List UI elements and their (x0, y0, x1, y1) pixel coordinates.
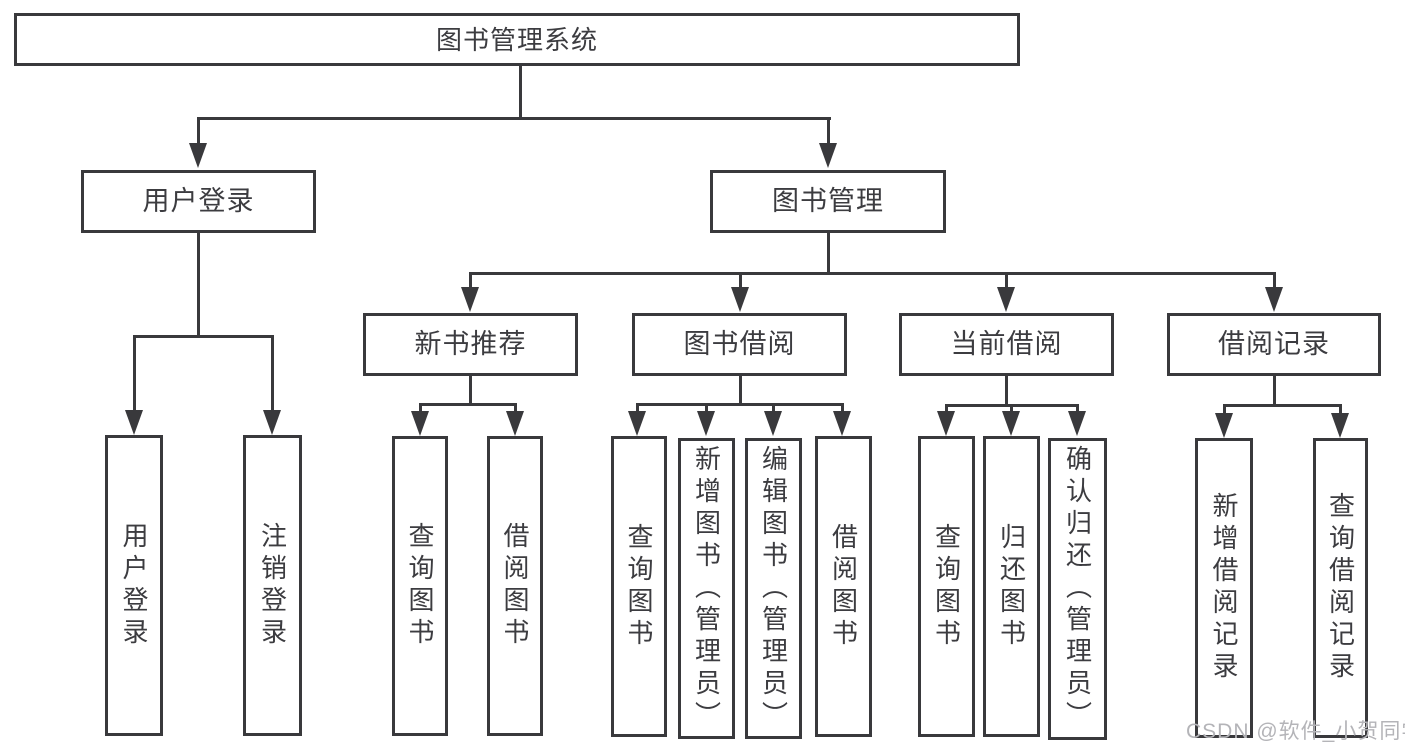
leaf-confirm-return-admin: 确认归还（管理员） (1048, 438, 1107, 740)
leaf-label: 注销登录 (257, 521, 288, 650)
leaf-label: 查询借阅记录 (1325, 492, 1356, 684)
csdn-watermark: CSDN @软件_小贺同学 (1186, 720, 1405, 743)
connector-current-stem (1005, 376, 1008, 406)
leaf-borrow-books: 借阅图书 (815, 436, 872, 737)
leaf-label: 借阅图书 (500, 522, 530, 650)
connector-records-stem (1273, 376, 1276, 406)
arrowhead-down-icon (461, 287, 479, 312)
node-label: 新书推荐 (414, 329, 527, 359)
connector-user-leaves-rail (133, 335, 274, 338)
connector-level2-rail (197, 117, 831, 120)
arrowhead-down-icon (819, 143, 837, 168)
leaf-borrow-books-recommend: 借阅图书 (487, 436, 543, 736)
arrowhead-down-icon (506, 411, 524, 436)
connector-root-stem (519, 64, 522, 119)
leaf-label: 编辑图书（管理员） (758, 444, 789, 733)
arrowhead-down-icon (1265, 287, 1283, 312)
arrowhead-down-icon (189, 143, 207, 168)
connector-level3-rail (469, 272, 1276, 275)
leaf-add-book-admin: 新增图书（管理员） (678, 438, 735, 739)
node-label: 图书管理系统 (435, 24, 598, 55)
leaf-query-books-current: 查询图书 (918, 436, 975, 737)
arrowhead-down-icon (411, 411, 429, 436)
leaf-query-books-recommend: 查询图书 (392, 436, 448, 736)
leaf-label: 查询图书 (624, 522, 654, 651)
arrowhead-down-icon (833, 411, 851, 436)
arrowhead-down-icon (697, 411, 715, 436)
connector-leaf-drop (133, 335, 136, 413)
connector-leaf-drop (945, 404, 948, 415)
arrowhead-down-icon (764, 411, 782, 436)
node-label: 图书借阅 (683, 329, 796, 359)
node-label: 用户登录 (142, 186, 255, 216)
leaf-label: 用户登录 (119, 521, 149, 650)
arrowhead-down-icon (125, 410, 143, 435)
leaf-add-borrow-record: 新增借阅记录 (1195, 438, 1253, 738)
arrowhead-down-icon (628, 411, 646, 436)
connector-node-drop (469, 272, 472, 290)
leaf-label: 借阅图书 (828, 522, 859, 651)
node-label: 图书管理 (772, 186, 884, 216)
connector-leaf-drop (772, 403, 775, 415)
connector-leaf-drop (636, 403, 639, 415)
node-new-book-recommend: 新书推荐 (363, 313, 578, 376)
arrowhead-down-icon (1215, 413, 1233, 438)
connector-node-drop (1273, 272, 1276, 290)
arrowhead-down-icon (1002, 411, 1020, 436)
leaf-label: 查询图书 (931, 522, 962, 651)
connector-leaf-drop (1076, 404, 1079, 415)
leaf-logout: 注销登录 (243, 435, 302, 736)
leaf-user-login: 用户登录 (105, 435, 163, 736)
connector-leaf-drop (705, 403, 708, 415)
node-label: 借阅记录 (1218, 329, 1330, 359)
leaf-label: 归还图书 (996, 522, 1027, 651)
arrowhead-down-icon (1331, 413, 1349, 438)
arrowhead-down-icon (937, 411, 955, 436)
arrowhead-down-icon (1068, 411, 1086, 436)
leaf-query-books-borrow: 查询图书 (611, 436, 667, 737)
connector-leaf-drop (1010, 404, 1013, 415)
connector-node-drop (739, 272, 742, 290)
connector-user-login-stem (197, 232, 200, 337)
connector-leaf-drop (1223, 404, 1226, 416)
node-user-login: 用户登录 (81, 170, 316, 233)
connector-leaf-drop (514, 403, 517, 415)
connector-book-mgmt-drop (827, 117, 830, 150)
connector-leaf-drop (841, 403, 844, 415)
connector-leaf-drop (1339, 404, 1342, 416)
node-borrow-records: 借阅记录 (1167, 313, 1381, 376)
leaf-query-borrow-record: 查询借阅记录 (1313, 438, 1368, 738)
arrowhead-down-icon (731, 287, 749, 312)
connector-leaf-drop (271, 335, 274, 413)
leaf-edit-book-admin: 编辑图书（管理员） (745, 438, 802, 739)
connector-book-mgmt-stem (827, 232, 830, 275)
node-book-borrow: 图书借阅 (632, 313, 847, 376)
connector-node-drop (1005, 272, 1008, 290)
leaf-return-book: 归还图书 (983, 436, 1040, 737)
connector-leaf-drop (419, 403, 422, 415)
leaf-label: 查询图书 (405, 522, 435, 650)
node-label: 当前借阅 (950, 329, 1063, 359)
leaf-label: 新增借阅记录 (1209, 492, 1239, 684)
connector-borrow-rail (636, 403, 844, 406)
leaf-label: 确认归还（管理员） (1062, 445, 1093, 733)
arrowhead-down-icon (263, 410, 281, 435)
node-current-borrow: 当前借阅 (899, 313, 1114, 376)
leaf-label: 新增图书（管理员） (691, 444, 722, 733)
connector-new-book-rail (419, 403, 517, 406)
connector-new-book-stem (469, 376, 472, 405)
connector-borrow-stem (739, 376, 742, 405)
arrowhead-down-icon (997, 287, 1015, 312)
connector-user-login-drop (197, 117, 200, 150)
node-book-management: 图书管理 (710, 170, 946, 233)
connector-records-rail (1223, 404, 1342, 407)
node-book-management-system: 图书管理系统 (14, 13, 1020, 66)
